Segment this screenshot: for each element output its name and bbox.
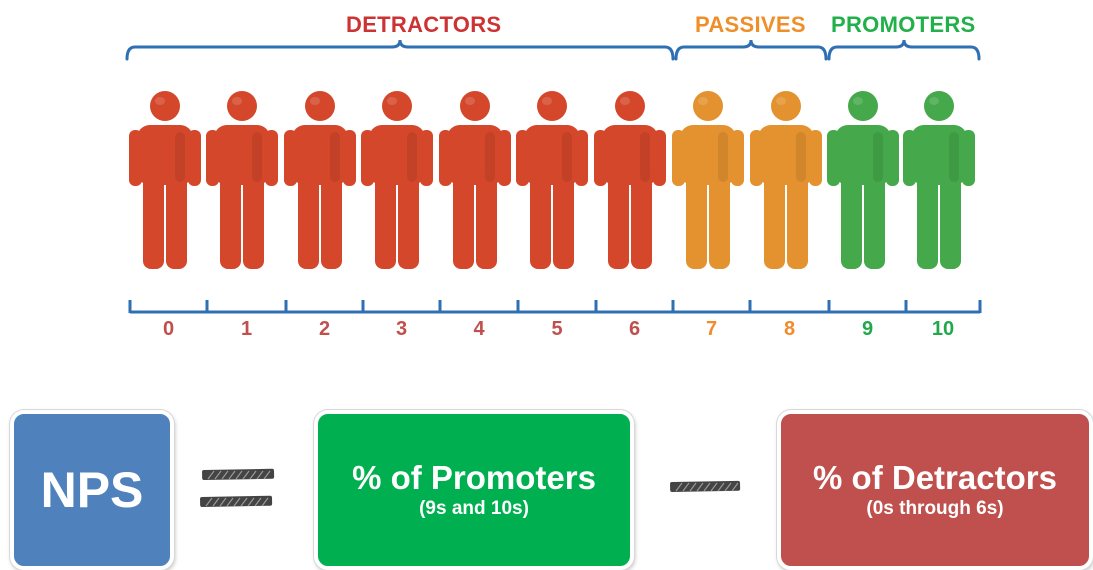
person-icon-2 — [284, 91, 356, 269]
score-label-10: 10 — [931, 318, 955, 340]
score-label-3: 3 — [395, 318, 408, 340]
score-label-4: 4 — [473, 318, 485, 340]
person-icon-6 — [594, 91, 666, 269]
detractors-box-title: % of Detractors — [813, 459, 1057, 496]
score-label-0: 0 — [162, 318, 175, 340]
person-icon-4 — [439, 91, 511, 269]
person-icon-8 — [750, 91, 822, 269]
score-label-7: 7 — [705, 318, 718, 340]
person-icon-0 — [129, 91, 201, 269]
score-label-8: 8 — [783, 318, 796, 340]
nps-label: NPS — [40, 462, 144, 518]
promoters-box-subtitle: (9s and 10s) — [419, 498, 529, 519]
detractors-label: DETRACTORS — [346, 12, 502, 37]
equals-sign-top — [202, 468, 275, 480]
detractors-bracket — [125, 39, 675, 61]
person-icon-10 — [903, 91, 975, 269]
promoters-label: PROMOTERS — [831, 12, 976, 37]
score-label-6: 6 — [628, 318, 641, 340]
score-label-9: 9 — [861, 318, 874, 340]
equals-sign-bottom — [200, 495, 273, 507]
person-icon-1 — [206, 91, 278, 269]
score-label-5: 5 — [551, 318, 563, 340]
score-label-2: 2 — [318, 318, 331, 340]
person-icon-5 — [516, 91, 588, 269]
passives-label: PASSIVES — [695, 12, 806, 37]
detractors-box: % of Detractors (0s through 6s) — [777, 410, 1093, 570]
detractors-box-subtitle: (0s through 6s) — [866, 498, 1004, 519]
person-icon-9 — [827, 91, 899, 269]
person-icon-3 — [361, 91, 433, 269]
promoters-box-title: % of Promoters — [352, 459, 596, 496]
person-icon-7 — [672, 91, 744, 269]
minus-sign — [670, 480, 741, 492]
nps-box: NPS — [10, 410, 174, 570]
promoters-box: % of Promoters (9s and 10s) — [314, 410, 634, 570]
passives-bracket — [674, 39, 828, 61]
promoters-bracket — [827, 39, 981, 61]
score-label-1: 1 — [240, 318, 253, 340]
